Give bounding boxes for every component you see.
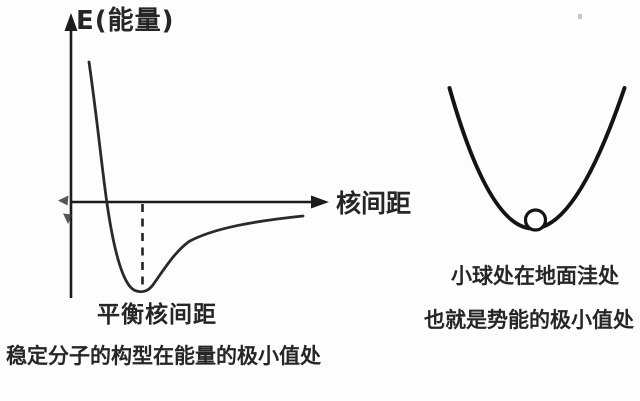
energy-axis-label: E(能量) [76, 6, 175, 36]
equilibrium-distance-label: 平衡核间距 [97, 302, 217, 328]
ball-icon [523, 208, 548, 232]
parabola-curve [447, 86, 627, 231]
parabola-ball-diagram [447, 86, 627, 232]
ball-caption-line2: 也就是势能的极小值处 [424, 308, 634, 332]
stable-molecule-caption: 稳定分子的构型在能量的极小值处 [6, 344, 321, 368]
potential-energy-curve [87, 60, 305, 294]
ball-caption-line1: 小球处在地面洼处 [451, 264, 619, 288]
origin-left-mark-icon [58, 195, 69, 206]
distance-axis-label: 核间距 [336, 189, 412, 218]
x-axis-arrowhead-icon [311, 195, 329, 209]
scan-artifact-speck [578, 14, 582, 19]
origin-down-mark-icon [63, 213, 73, 224]
y-axis-arrowhead-icon [64, 13, 78, 31]
energy-curve-diagram [58, 13, 329, 298]
